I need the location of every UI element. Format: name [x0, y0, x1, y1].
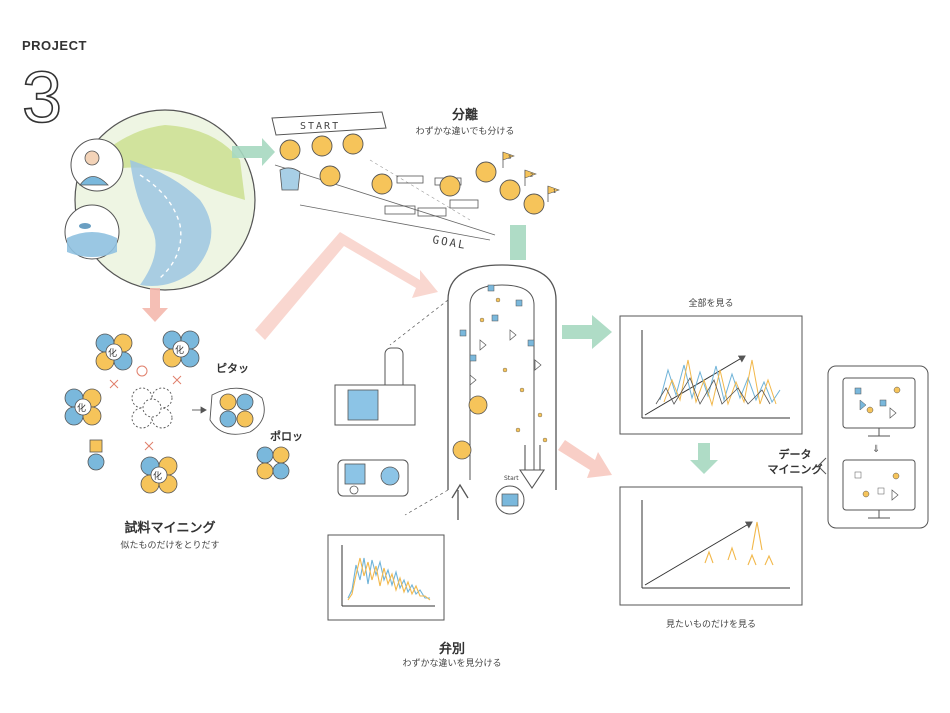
- monitor-icon: [842, 459, 916, 511]
- project-label: PROJECT: [22, 38, 87, 53]
- start-banner: [271, 111, 387, 136]
- molecule-cluster: 化: [95, 333, 133, 371]
- flag-label: 2: [530, 173, 533, 179]
- arrow-down-icon: ⇓: [872, 444, 880, 455]
- flag-icon: [524, 169, 537, 179]
- runner-ball: [319, 165, 341, 187]
- mismatch-mark-icon: [144, 441, 154, 451]
- discrimination-subtitle: わずかな違いを見分ける: [402, 659, 502, 669]
- runner-ball: [499, 179, 521, 201]
- flow-arrow-to-sample-mining: [142, 288, 168, 322]
- fish-icon: [79, 223, 91, 229]
- mismatch-mark-icon: [172, 375, 182, 385]
- monitor-icon: [842, 377, 916, 429]
- mold-template: [131, 387, 173, 429]
- molecule-scene: 化 化 化 化: [64, 330, 303, 494]
- molecule-cluster: 化: [162, 330, 200, 368]
- flag-label: 1: [553, 189, 556, 195]
- up-arrow-icon: [451, 483, 469, 520]
- bound-complex: [209, 387, 265, 435]
- square-molecule: [89, 439, 103, 453]
- released-molecule: [256, 446, 290, 480]
- data-mining-monitors: ⇓: [817, 365, 929, 529]
- person-drinking: [84, 150, 100, 166]
- chem-label: 化: [77, 402, 86, 414]
- runner-ball: [311, 135, 333, 157]
- separation-title: 分離: [451, 108, 479, 123]
- data-mining-line2: マイニング: [767, 463, 823, 476]
- runner-ball: [279, 139, 301, 161]
- chem-label: 化: [175, 344, 184, 356]
- flow-arrow-to-separation: [232, 138, 275, 166]
- see-all-panel: [619, 315, 803, 435]
- mismatch-mark-icon: [109, 379, 119, 389]
- release-label: ポロッ: [270, 429, 303, 443]
- runner-ball: [342, 133, 364, 155]
- blue-molecule: [87, 453, 105, 471]
- molecule-cluster: 化: [64, 388, 102, 426]
- chem-label: 化: [108, 347, 117, 359]
- data-mining-line1: データ: [778, 448, 812, 461]
- stick-label: ピタッ: [216, 362, 249, 375]
- molecule-cluster: 化: [140, 456, 178, 494]
- runner-ball: [523, 193, 545, 215]
- river-scene: [64, 109, 256, 291]
- start-label: START: [300, 121, 340, 132]
- flow-arrow-see-all-to-wanted: [690, 443, 718, 474]
- spectrum-plot: [327, 534, 445, 621]
- flag-icon: [502, 151, 515, 161]
- down-arrow-icon: [518, 445, 546, 489]
- discrimination-title: 弁別: [438, 642, 466, 657]
- race-scene: START GOAL 3 2 1: [271, 111, 560, 252]
- goal-label: GOAL: [431, 233, 467, 252]
- flow-arrow-to-see-wanted: [558, 440, 612, 478]
- instrument-device: [334, 347, 416, 497]
- separation-column: Start: [389, 264, 557, 520]
- runner-ball: [475, 161, 497, 183]
- flow-arrow-to-see-all: [562, 315, 612, 349]
- stopwatch-label: Start: [504, 475, 519, 482]
- runner-ball: [371, 173, 393, 195]
- water-sample: [67, 232, 117, 257]
- runner-ball: [439, 175, 461, 197]
- referee-icon: [279, 167, 301, 191]
- project-number: 3: [22, 58, 62, 138]
- see-wanted-panel: [619, 486, 803, 606]
- flag-icon: [547, 185, 560, 195]
- match-mark-icon: [136, 365, 148, 377]
- flag-label: 3: [508, 155, 511, 161]
- flow-arrow-separation-down: [510, 225, 526, 260]
- chem-label: 化: [153, 470, 162, 482]
- see-all-caption: 全部を見る: [688, 299, 734, 309]
- sample-mining-title: 試料マイニング: [124, 521, 216, 536]
- flow-arrow-to-column: [255, 232, 438, 340]
- sample-mining-subtitle: 似たものだけをとりだす: [120, 541, 220, 551]
- separation-subtitle: わずかな違いでも分ける: [415, 127, 515, 137]
- bracket-icon: [817, 457, 827, 475]
- see-wanted-caption: 見たいものだけを見る: [665, 620, 757, 630]
